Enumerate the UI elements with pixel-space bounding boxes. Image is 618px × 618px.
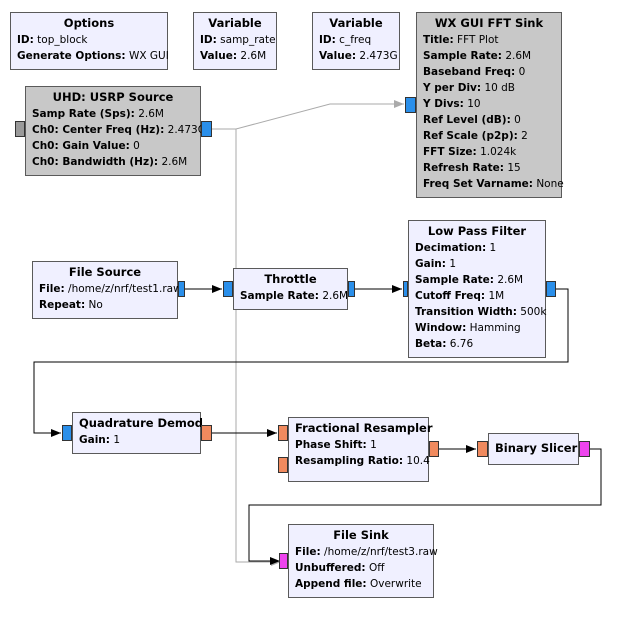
block-title: Low Pass Filter — [427, 224, 527, 238]
param-generate-options: Generate Options: WX GUI — [17, 50, 169, 62]
param-resampling-ratio: Resampling Ratio: 10.4 — [295, 455, 430, 467]
block-binary-slicer[interactable]: Binary Slicer — [488, 433, 579, 465]
block-title: Throttle — [264, 272, 317, 286]
param-id: ID: top_block — [17, 34, 88, 46]
param-decimation: Decimation: 1 — [415, 242, 497, 254]
filesink-input-port[interactable] — [279, 553, 288, 569]
block-throttle[interactable]: Throttle Sample Rate: 2.6M — [233, 268, 348, 310]
param-value: Value: 2.473G — [319, 50, 398, 62]
param-baseband-freq: Baseband Freq: 0 — [423, 66, 526, 78]
param-y-divs: Y Divs: 10 — [423, 98, 481, 110]
block-file-source[interactable]: File Source File: /home/z/nrf/test1.raw … — [32, 261, 182, 319]
block-options[interactable]: Options ID: top_block Generate Options: … — [10, 12, 169, 70]
frac-input-port-1[interactable] — [278, 457, 288, 473]
wire-usrp-to-filesink[interactable] — [212, 128, 281, 566]
block-file-sink[interactable]: File Sink File: /home/z/nrf/test3.raw Un… — [288, 524, 438, 598]
frac-output-port[interactable] — [429, 441, 439, 457]
param-file: File: /home/z/nrf/test3.raw — [295, 546, 438, 558]
block-variable-samp-rate[interactable]: Variable ID: samp_rate Value: 2.6M — [193, 12, 277, 70]
param-sample-rate: Sample Rate: 2.6M — [240, 290, 349, 302]
slicer-output-port[interactable] — [579, 441, 590, 457]
quad-input-port[interactable] — [62, 425, 72, 441]
wire-usrp-to-fft[interactable] — [212, 100, 404, 130]
lpf-input-port[interactable] — [403, 281, 408, 297]
fft-input-port[interactable] — [405, 97, 416, 113]
lpf-output-port[interactable] — [546, 281, 556, 297]
block-title: Variable — [208, 16, 262, 30]
block-uhd-usrp-source[interactable]: UHD: USRP Source Samp Rate (Sps): 2.6M C… — [25, 86, 206, 176]
usrp-input-port[interactable] — [15, 121, 25, 137]
block-title: Binary Slicer — [495, 441, 578, 455]
param-y-per-div: Y per Div: 10 dB — [423, 82, 516, 94]
block-title: Options — [63, 16, 115, 30]
block-fractional-resampler[interactable]: Fractional Resampler Phase Shift: 1 Resa… — [288, 417, 433, 482]
param-fft-size: FFT Size: 1.024k — [423, 146, 517, 158]
param-id: ID: samp_rate — [200, 34, 276, 46]
param-samp-rate: Samp Rate (Sps): 2.6M — [32, 108, 164, 120]
param-repeat: Repeat: No — [39, 299, 103, 311]
param-unbuffered: Unbuffered: Off — [295, 562, 385, 574]
block-title: UHD: USRP Source — [52, 90, 174, 104]
param-bandwidth: Ch0: Bandwidth (Hz): 2.6M — [32, 156, 188, 168]
param-id: ID: c_freq — [319, 34, 372, 46]
block-title: Variable — [329, 16, 383, 30]
param-gain: Gain: 1 — [415, 258, 457, 270]
quad-output-port[interactable] — [201, 425, 212, 441]
slicer-input-port[interactable] — [477, 441, 488, 457]
param-gain: Gain: 1 — [79, 434, 121, 446]
param-cutoff-freq: Cutoff Freq: 1M — [415, 290, 505, 302]
param-window: Window: Hamming — [415, 322, 521, 334]
param-phase-shift: Phase Shift: 1 — [295, 439, 377, 451]
param-file: File: /home/z/nrf/test1.raw — [39, 283, 182, 295]
block-title: Quadrature Demod — [79, 416, 204, 430]
param-sample-rate: Sample Rate: 2.6M — [423, 50, 532, 62]
frac-input-port-0[interactable] — [278, 425, 288, 441]
block-quadrature-demod[interactable]: Quadrature Demod Gain: 1 — [72, 412, 204, 454]
param-freq-set-varname: Freq Set Varname: None — [423, 178, 564, 190]
block-variable-c-freq[interactable]: Variable ID: c_freq Value: 2.473G — [312, 12, 400, 70]
block-title: Fractional Resampler — [295, 421, 433, 435]
param-transition-width: Transition Width: 500k — [415, 306, 547, 318]
param-gain-value: Ch0: Gain Value: 0 — [32, 140, 140, 152]
block-low-pass-filter[interactable]: Low Pass Filter Decimation: 1 Gain: 1 Sa… — [408, 220, 546, 358]
throttle-input-port[interactable] — [223, 281, 233, 297]
block-title: File Source — [68, 265, 142, 279]
usrp-output-port[interactable] — [201, 121, 212, 137]
param-ref-level: Ref Level (dB): 0 — [423, 114, 521, 126]
param-title: Title: FFT Plot — [423, 34, 499, 46]
block-wx-gui-fft-sink[interactable]: WX GUI FFT Sink Title: FFT Plot Sample R… — [416, 12, 564, 198]
param-beta: Beta: 6.76 — [415, 338, 474, 350]
wire-slicer-to-filesink[interactable] — [248, 448, 602, 565]
filesource-output-port[interactable] — [178, 281, 185, 297]
block-title: WX GUI FFT Sink — [434, 16, 544, 30]
param-append-file: Append file: Overwrite — [295, 578, 422, 590]
param-refresh-rate: Refresh Rate: 15 — [423, 162, 521, 174]
param-ref-scale: Ref Scale (p2p): 2 — [423, 130, 528, 142]
wire-lpf-to-quad[interactable] — [33, 288, 569, 437]
param-value: Value: 2.6M — [200, 50, 267, 62]
param-center-freq: Ch0: Center Freq (Hz): 2.473G — [32, 124, 206, 136]
param-sample-rate: Sample Rate: 2.6M — [415, 274, 524, 286]
block-title: File Sink — [333, 528, 389, 542]
throttle-output-port[interactable] — [348, 281, 355, 297]
